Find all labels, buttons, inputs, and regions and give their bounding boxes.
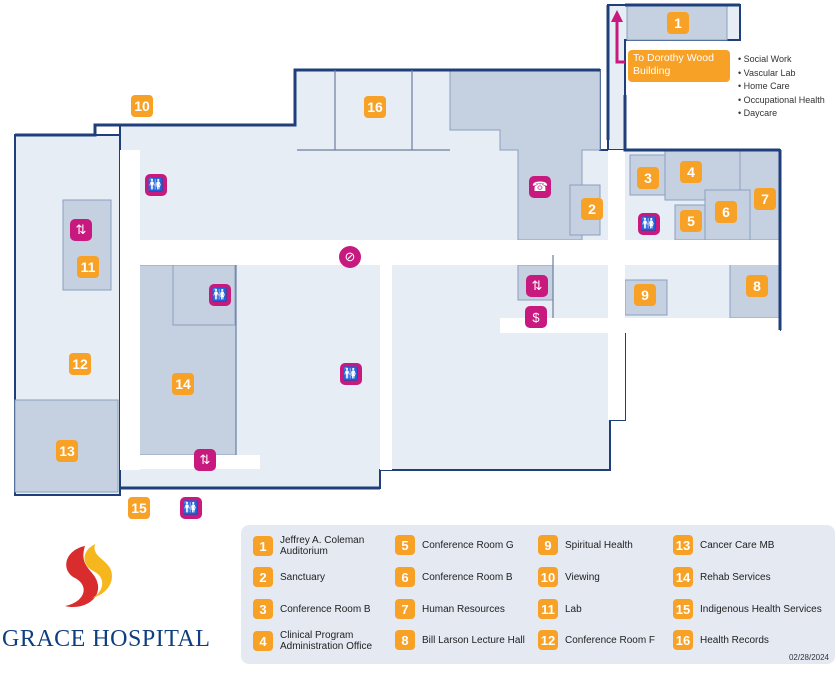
room-marker-14[interactable]: 14 bbox=[172, 373, 194, 395]
legend-label: Health Records bbox=[700, 634, 769, 646]
legend-number: 13 bbox=[673, 535, 693, 555]
legend-item-9[interactable]: 9 Spiritual Health bbox=[538, 535, 633, 555]
room-marker-5[interactable]: 5 bbox=[680, 210, 702, 232]
map-date: 02/28/2024 bbox=[788, 653, 829, 662]
service-item: Occupational Health bbox=[738, 94, 825, 108]
service-item: Vascular Lab bbox=[738, 67, 825, 81]
room-marker-12[interactable]: 12 bbox=[69, 353, 91, 375]
washroom-icon: 🚻 bbox=[340, 363, 362, 385]
elevator-icon: ⇅ bbox=[70, 219, 92, 241]
room-marker-6[interactable]: 6 bbox=[715, 201, 737, 223]
legend-label: Cancer Care MB bbox=[700, 539, 775, 551]
legend-item-11[interactable]: 11 Lab bbox=[538, 599, 582, 619]
legend-item-2[interactable]: 2 Sanctuary bbox=[253, 567, 325, 587]
building-services-list: Social Work Vascular Lab Home Care Occup… bbox=[738, 53, 825, 121]
service-item: Social Work bbox=[738, 53, 825, 67]
legend-item-12[interactable]: 12 Conference Room F bbox=[538, 630, 655, 650]
legend-number: 9 bbox=[538, 535, 558, 555]
room-marker-4[interactable]: 4 bbox=[680, 161, 702, 183]
legend-label: Lab bbox=[565, 603, 582, 615]
legend-number: 4 bbox=[253, 631, 273, 651]
washroom-icon: 🚻 bbox=[180, 497, 202, 519]
legend-label: Bill Larson Lecture Hall bbox=[422, 634, 525, 646]
room-marker-16[interactable]: 16 bbox=[364, 96, 386, 118]
legend-item-3[interactable]: 3 Conference Room B bbox=[253, 599, 371, 619]
washroom-icon: 🚻 bbox=[145, 174, 167, 196]
grace-hospital-logo-icon bbox=[65, 544, 112, 608]
room-marker-10[interactable]: 10 bbox=[131, 95, 153, 117]
atm-icon: $ bbox=[525, 306, 547, 328]
legend-item-1[interactable]: 1 Jeffrey A. Coleman Auditorium bbox=[253, 535, 364, 557]
legend-label: Rehab Services bbox=[700, 571, 771, 583]
legend-label: Viewing bbox=[565, 571, 600, 583]
legend-number: 1 bbox=[253, 536, 273, 556]
legend-label: Sanctuary bbox=[280, 571, 326, 583]
legend-label: Conference Room F bbox=[565, 634, 656, 646]
legend-number: 3 bbox=[253, 599, 273, 619]
service-item: Daycare bbox=[738, 107, 825, 121]
legend-label: Indigenous Health Services bbox=[700, 603, 822, 615]
legend-item-14[interactable]: 14 Rehab Services bbox=[673, 567, 771, 587]
legend-panel: 1 Jeffrey A. Coleman Auditorium 2 Sanctuar… bbox=[241, 525, 835, 664]
room-marker-7[interactable]: 7 bbox=[754, 188, 776, 210]
legend-label: Conference Room G bbox=[422, 539, 514, 551]
legend-item-15[interactable]: 15 Indigenous Health Services bbox=[673, 599, 822, 619]
legend-item-10[interactable]: 10 Viewing bbox=[538, 567, 600, 587]
legend-label: Jeffrey A. Coleman Auditorium bbox=[280, 535, 365, 557]
legend-label: Conference Room B bbox=[422, 571, 513, 583]
legend-number: 14 bbox=[673, 567, 693, 587]
legend-number: 12 bbox=[538, 630, 558, 650]
dorothy-wood-callout[interactable]: To Dorothy Wood Building bbox=[628, 50, 730, 82]
legend-item-4[interactable]: 4 Clinical Program Administration Office bbox=[253, 630, 372, 652]
legend-item-16[interactable]: 16 Health Records bbox=[673, 630, 769, 650]
legend-number: 2 bbox=[253, 567, 273, 587]
room-marker-8[interactable]: 8 bbox=[746, 275, 768, 297]
legend-number: 15 bbox=[673, 599, 693, 619]
legend-label: Human Resources bbox=[422, 603, 505, 615]
room-marker-2[interactable]: 2 bbox=[581, 198, 603, 220]
legend-number: 16 bbox=[673, 630, 693, 650]
legend-number: 11 bbox=[538, 599, 558, 619]
legend-number: 8 bbox=[395, 630, 415, 650]
legend-item-7[interactable]: 7 Human Resources bbox=[395, 599, 505, 619]
legend-label: Clinical Program Administration Office bbox=[280, 630, 373, 652]
legend-label: Spiritual Health bbox=[565, 539, 633, 551]
legend-number: 6 bbox=[395, 567, 415, 587]
legend-label: Conference Room B bbox=[280, 603, 371, 615]
elevator-icon: ⇅ bbox=[194, 449, 216, 471]
legend-number: 7 bbox=[395, 599, 415, 619]
legend-item-6[interactable]: 6 Conference Room B bbox=[395, 567, 513, 587]
legend-item-13[interactable]: 13 Cancer Care MB bbox=[673, 535, 774, 555]
service-item: Home Care bbox=[738, 80, 825, 94]
washroom-icon: 🚻 bbox=[209, 284, 231, 306]
room-marker-1[interactable]: 1 bbox=[667, 12, 689, 34]
legend-item-8[interactable]: 8 Bill Larson Lecture Hall bbox=[395, 630, 525, 650]
room-marker-9[interactable]: 9 bbox=[634, 284, 656, 306]
brand-wordmark: GRACE HOSPITAL bbox=[2, 626, 211, 652]
room-marker-11[interactable]: 11 bbox=[77, 256, 99, 278]
legend-number: 10 bbox=[538, 567, 558, 587]
room-marker-15[interactable]: 15 bbox=[128, 497, 150, 519]
room-marker-13[interactable]: 13 bbox=[56, 440, 78, 462]
legend-number: 5 bbox=[395, 535, 415, 555]
phone-icon: ☎ bbox=[529, 176, 551, 198]
legend-item-5[interactable]: 5 Conference Room G bbox=[395, 535, 514, 555]
no-entry-icon: ⊘ bbox=[339, 246, 361, 268]
elevator-icon: ⇅ bbox=[526, 275, 548, 297]
room-marker-3[interactable]: 3 bbox=[637, 167, 659, 189]
washroom-icon: 🚻 bbox=[638, 213, 660, 235]
